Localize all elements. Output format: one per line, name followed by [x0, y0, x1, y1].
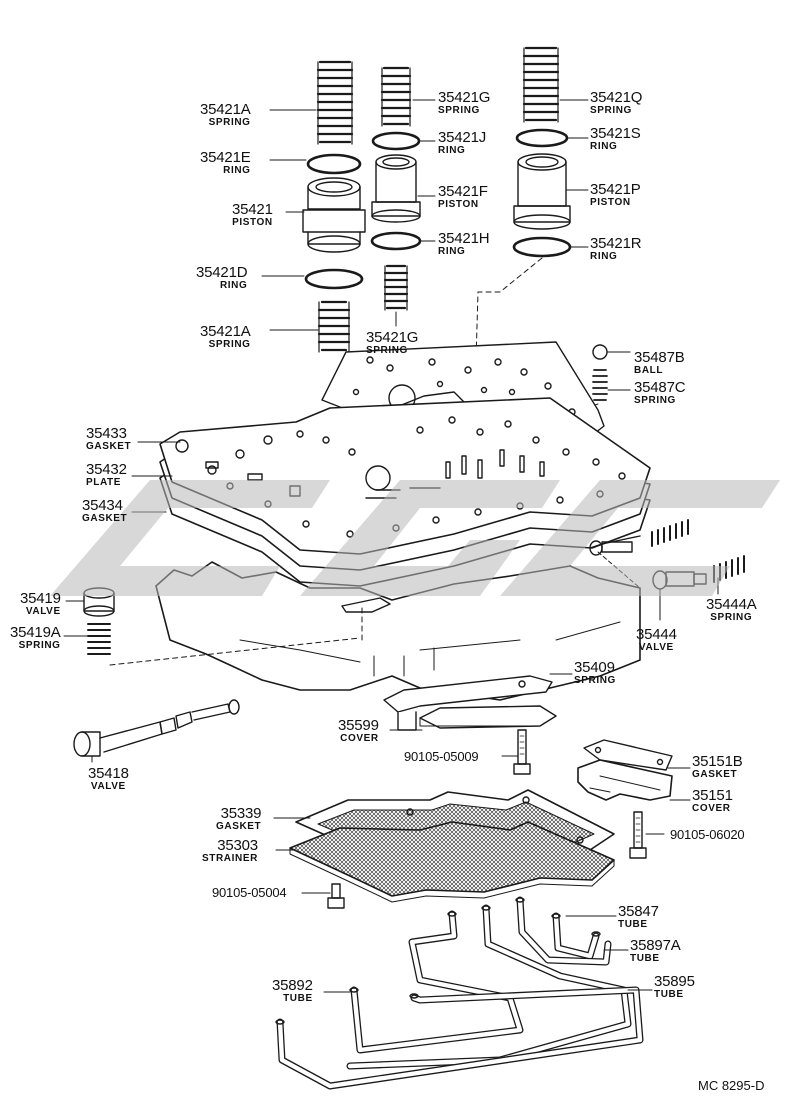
ring-35421e	[306, 153, 362, 175]
tube-35892-long	[275, 986, 644, 1090]
label-90105-06020: 90105-06020	[670, 827, 745, 842]
leader-lines	[63, 99, 719, 993]
cover-35599	[419, 705, 557, 729]
piston-35421f	[371, 154, 421, 223]
piston-35421	[302, 177, 366, 253]
strainer-35303	[289, 821, 615, 903]
spring-35421a-lower	[317, 300, 351, 353]
lower-valve-body	[155, 561, 641, 701]
gasket-35151b	[583, 739, 673, 771]
tube-35895	[346, 904, 632, 1070]
bolt-90105-06020	[629, 811, 647, 859]
valve-35444	[652, 570, 707, 590]
tube-35897a	[515, 896, 612, 966]
ball-35487b	[592, 344, 608, 360]
bolt-90105-05004	[327, 883, 345, 909]
spring-35421g-lower	[383, 264, 409, 311]
tube-35847	[551, 912, 601, 960]
ring-35421j	[371, 131, 421, 151]
piston-35421p	[513, 153, 571, 230]
spring-35419a	[87, 623, 111, 655]
cover-35151	[577, 759, 673, 801]
spring-35444-upper	[651, 519, 689, 547]
label-90105-05009: 90105-05009	[404, 749, 479, 764]
label-90105-05004: 90105-05004	[212, 885, 287, 900]
spring-plate-35409	[383, 675, 553, 731]
diagram-code: MC 8295-D	[698, 1078, 765, 1093]
spring-35421g-upper	[380, 66, 412, 127]
ring-35421d	[304, 268, 364, 290]
ring-35421r	[512, 236, 572, 258]
ring-35421s	[515, 128, 569, 148]
valve-35418	[73, 699, 240, 757]
spring-35421a-upper	[316, 60, 354, 145]
ring-35421h	[370, 231, 422, 251]
valve-35419	[83, 587, 115, 617]
spring-35421q	[522, 46, 560, 123]
bolt-90105-05009	[513, 729, 531, 775]
spring-35487c	[592, 369, 608, 401]
tube-35892	[349, 910, 524, 1054]
